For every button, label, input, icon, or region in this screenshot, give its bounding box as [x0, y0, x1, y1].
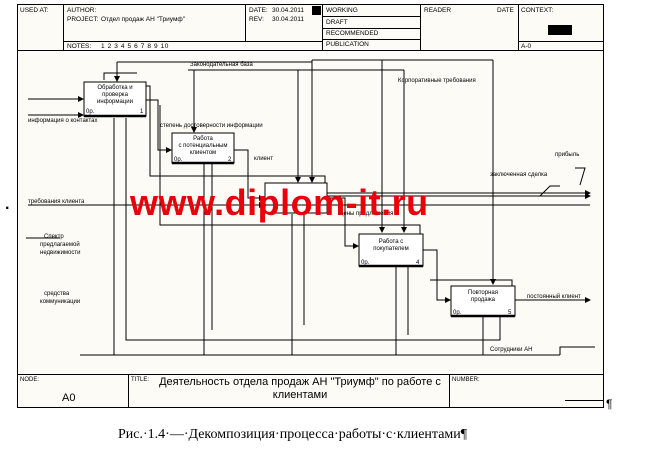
box-4-line-1: Работа с [379, 239, 403, 245]
label-offer: цены предложения [340, 211, 393, 217]
header-row-notes [63, 41, 322, 42]
header-divider-4 [420, 4, 421, 50]
activity-box-5 [450, 285, 516, 317]
context-marker [548, 25, 572, 35]
box-2-line-3: клиентом [190, 150, 216, 156]
header-row-1 [322, 16, 420, 17]
rev-value: 30.04.2011 [272, 16, 305, 23]
box-1-num: 1 [140, 109, 144, 115]
notes-value: 1 2 3 4 5 6 7 8 9 10 [101, 43, 170, 50]
footer-top-line [17, 374, 604, 375]
date2-label: DATE [497, 7, 514, 14]
box-2-cost: 0р. [174, 157, 183, 163]
status-draft: DRAFT [326, 19, 348, 26]
footer-divider-1 [128, 374, 129, 408]
date-label: DATE: [249, 7, 268, 14]
status-publication: PUBLICATION [326, 41, 369, 48]
status-recommended: RECOMMENDED [326, 30, 379, 37]
box-2-num: 2 [228, 157, 232, 163]
header-row-3 [322, 39, 420, 40]
used-at-label: USED AT: [20, 7, 49, 14]
pilcrow: ¶ [606, 397, 613, 411]
box-5-num: 5 [508, 310, 512, 316]
label-corporate: Корпоративные требования [398, 78, 476, 84]
box-4-line-2: покупателем [373, 246, 409, 252]
header-row-2 [322, 28, 420, 29]
status-working: WORKING [326, 7, 358, 14]
watermark: www.diplom-it.ru [130, 182, 429, 223]
node-value: A0 [62, 392, 76, 404]
title-label: TITLE: [131, 377, 150, 383]
label-comm-2: коммуникации [40, 299, 80, 305]
box-4-cost: 0р. [361, 260, 370, 266]
label-legislation: Законодательная база [190, 62, 254, 68]
label-comm-1: средства [44, 291, 70, 297]
box-2-line-2: с потенциальным [179, 143, 228, 149]
label-contact-info: информация о контактах [28, 118, 98, 124]
box-1-cost: 0р. [86, 109, 95, 115]
label-client-req: требования клиента [28, 199, 85, 205]
footer-small-line [565, 400, 603, 401]
label-spectrum-3: недвижимости [40, 250, 81, 256]
label-client: клиент [254, 156, 273, 162]
working-marker [312, 6, 321, 15]
box-4-num: 4 [416, 260, 420, 266]
label-staff: Сотрудники АН [490, 347, 533, 353]
bullet-mark: · [5, 200, 11, 217]
project-label: PROJECT: [67, 16, 99, 23]
label-regular-client: постоянный клиент [527, 293, 581, 300]
box-1-line-2: проверка [102, 92, 128, 98]
header-bottom-line [17, 50, 604, 51]
activity-box-4 [358, 233, 424, 267]
activity-box-1 [83, 81, 147, 117]
label-deal: заключенная сделка [490, 172, 548, 178]
project-value: Отдел продаж АН "Триумф" [101, 16, 186, 23]
box-5-line-1: Повторная [468, 290, 498, 296]
date-value: 30.04.2011 [272, 7, 305, 14]
header-row-context [518, 41, 604, 42]
label-reliability: степень достоверности информации [160, 123, 263, 129]
box-5-cost: 0р. [453, 310, 462, 316]
header-divider-3 [322, 4, 323, 50]
box-2-line-1: Работа [193, 136, 213, 142]
header-divider-1 [63, 4, 64, 50]
number-label: NUMBER: [452, 377, 480, 383]
context-node: A-0 [521, 43, 532, 50]
box-1-line-1: Обработка и [97, 85, 132, 91]
author-label: AUTHOR: [67, 7, 97, 14]
node-label: NODE: [20, 377, 40, 383]
diagram-title: Деятельность отдела продаж АН "Триумф" п… [159, 376, 441, 401]
reader-label: READER [424, 7, 452, 14]
rev-label: REV: [249, 16, 264, 23]
activity-box-2 [171, 132, 235, 164]
figure-caption: Рис.·1.4·—·Декомпозиция·процесса·работы·… [118, 427, 468, 442]
notes-label: NOTES: [67, 43, 92, 50]
footer-divider-2 [449, 374, 450, 408]
label-spectrum-2: предлагаемой [40, 241, 80, 248]
label-profit: прибыль [555, 152, 579, 158]
header-divider-2 [245, 4, 246, 41]
label-spectrum-1: Спектр [44, 234, 64, 240]
box-1-line-3: информации [97, 99, 133, 105]
context-label: CONTEXT: [521, 7, 554, 14]
header-divider-5 [518, 4, 519, 50]
box-5-line-2: продажа [471, 297, 496, 303]
